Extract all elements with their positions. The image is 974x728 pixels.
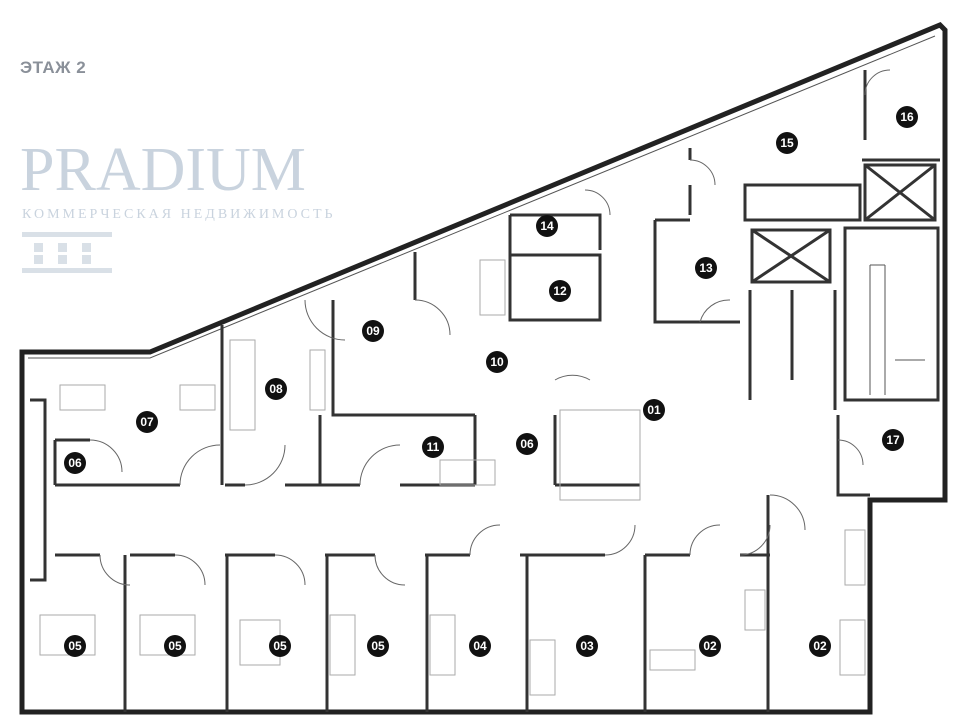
room-label-11: 11	[422, 436, 444, 458]
svg-text:06: 06	[68, 456, 82, 470]
svg-text:06: 06	[520, 437, 534, 451]
room-label-15: 15	[776, 132, 798, 154]
svg-text:05: 05	[273, 639, 287, 653]
svg-text:17: 17	[886, 433, 900, 447]
watermark-logo	[22, 232, 112, 273]
room-label-09: 09	[362, 320, 384, 342]
room-label-03: 03	[576, 635, 598, 657]
room-label-02: 02	[699, 635, 721, 657]
interior-walls	[30, 70, 940, 712]
floor-title: ЭТАЖ 2	[20, 58, 87, 77]
room-label-01: 01	[643, 399, 665, 421]
doors	[89, 69, 891, 586]
room-label-05: 05	[269, 635, 291, 657]
svg-text:02: 02	[703, 639, 717, 653]
room-label-05: 05	[64, 635, 86, 657]
svg-text:12: 12	[553, 284, 567, 298]
room-label-08: 08	[265, 378, 287, 400]
svg-text:01: 01	[647, 403, 661, 417]
svg-text:10: 10	[490, 355, 504, 369]
room-label-06: 06	[64, 452, 86, 474]
room-label-16: 16	[896, 106, 918, 128]
svg-text:16: 16	[900, 110, 914, 124]
svg-text:09: 09	[366, 324, 380, 338]
room-label-05: 05	[164, 635, 186, 657]
room-label-13: 13	[695, 257, 717, 279]
watermark-brand: PRADIUM	[20, 136, 306, 204]
watermark: PRADIUM КОММЕРЧЕСКАЯ НЕДВИЖИМОСТЬ	[20, 136, 336, 273]
watermark-tagline: КОММЕРЧЕСКАЯ НЕДВИЖИМОСТЬ	[22, 207, 336, 222]
furniture	[39, 259, 866, 696]
room-label-06: 06	[516, 433, 538, 455]
svg-text:02: 02	[813, 639, 827, 653]
room-label-02: 02	[809, 635, 831, 657]
svg-text:14: 14	[540, 219, 554, 233]
svg-text:13: 13	[699, 261, 713, 275]
svg-text:08: 08	[269, 382, 283, 396]
room-labels: 16 15 14 13 12 09 10 08 01 07 11 06 06 1…	[64, 106, 918, 657]
room-label-04: 04	[469, 635, 491, 657]
svg-text:04: 04	[473, 639, 487, 653]
svg-text:05: 05	[68, 639, 82, 653]
room-label-07: 07	[136, 411, 158, 433]
exterior-wall	[19, 22, 948, 715]
svg-text:15: 15	[780, 136, 794, 150]
svg-text:11: 11	[427, 440, 440, 454]
room-label-12: 12	[549, 280, 571, 302]
svg-text:05: 05	[168, 639, 182, 653]
svg-text:07: 07	[140, 415, 154, 429]
room-label-10: 10	[486, 351, 508, 373]
svg-text:03: 03	[580, 639, 594, 653]
room-label-14: 14	[536, 215, 558, 237]
room-label-05: 05	[367, 635, 389, 657]
room-label-17: 17	[882, 429, 904, 451]
svg-text:05: 05	[371, 639, 385, 653]
